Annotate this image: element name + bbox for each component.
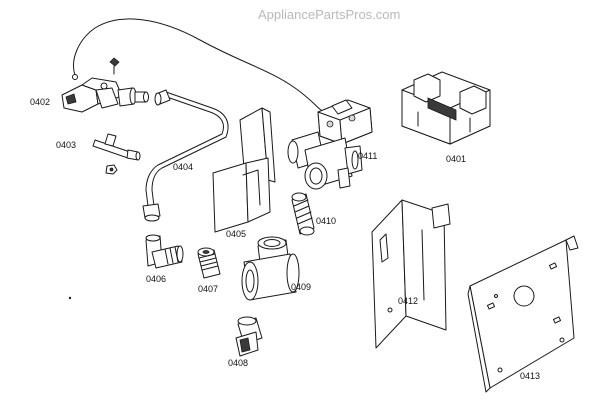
label-0409: 0409: [291, 282, 311, 292]
screw-icon: [109, 57, 120, 75]
label-0402: 0402: [30, 97, 50, 107]
part-0404-pilot-tube[interactable]: [142, 89, 229, 222]
part-0403-pilot-orifice[interactable]: [92, 133, 141, 161]
thermocouple-wire: [73, 18, 326, 113]
label-0411: 0411: [358, 151, 377, 161]
part-0410-pipe-nipple[interactable]: [291, 192, 315, 236]
part-0409-tee-fitting[interactable]: [241, 236, 300, 301]
nut-icon: [105, 164, 118, 175]
label-0401: 0401: [446, 154, 466, 164]
label-0404: 0404: [173, 162, 193, 172]
label-0412: 0412: [398, 296, 418, 306]
part-0405-bracket[interactable]: [212, 107, 276, 233]
part-0402-pilot-bracket[interactable]: [61, 77, 149, 113]
part-0408-orifice-fitting[interactable]: [235, 316, 263, 357]
label-0413: 0413: [520, 371, 540, 381]
stray-dot: [68, 296, 72, 300]
label-0410: 0410: [316, 216, 336, 226]
part-0411-gas-valve[interactable]: [287, 99, 373, 190]
label-0405: 0405: [226, 229, 246, 239]
label-0408: 0408: [228, 358, 248, 368]
label-0407: 0407: [198, 284, 218, 294]
wire-end-connector: [72, 74, 78, 80]
label-0406: 0406: [146, 274, 166, 284]
part-0412-angle-bracket[interactable]: [371, 199, 451, 349]
part-0413-mounting-plate[interactable]: [467, 235, 579, 393]
watermark-text: AppliancePartsPros.com: [258, 7, 400, 22]
part-0407-plug[interactable]: [197, 247, 221, 279]
part-0401-mount-block[interactable]: [401, 71, 491, 145]
part-0406-elbow-fitting[interactable]: [145, 234, 184, 269]
label-0403: 0403: [56, 140, 76, 150]
